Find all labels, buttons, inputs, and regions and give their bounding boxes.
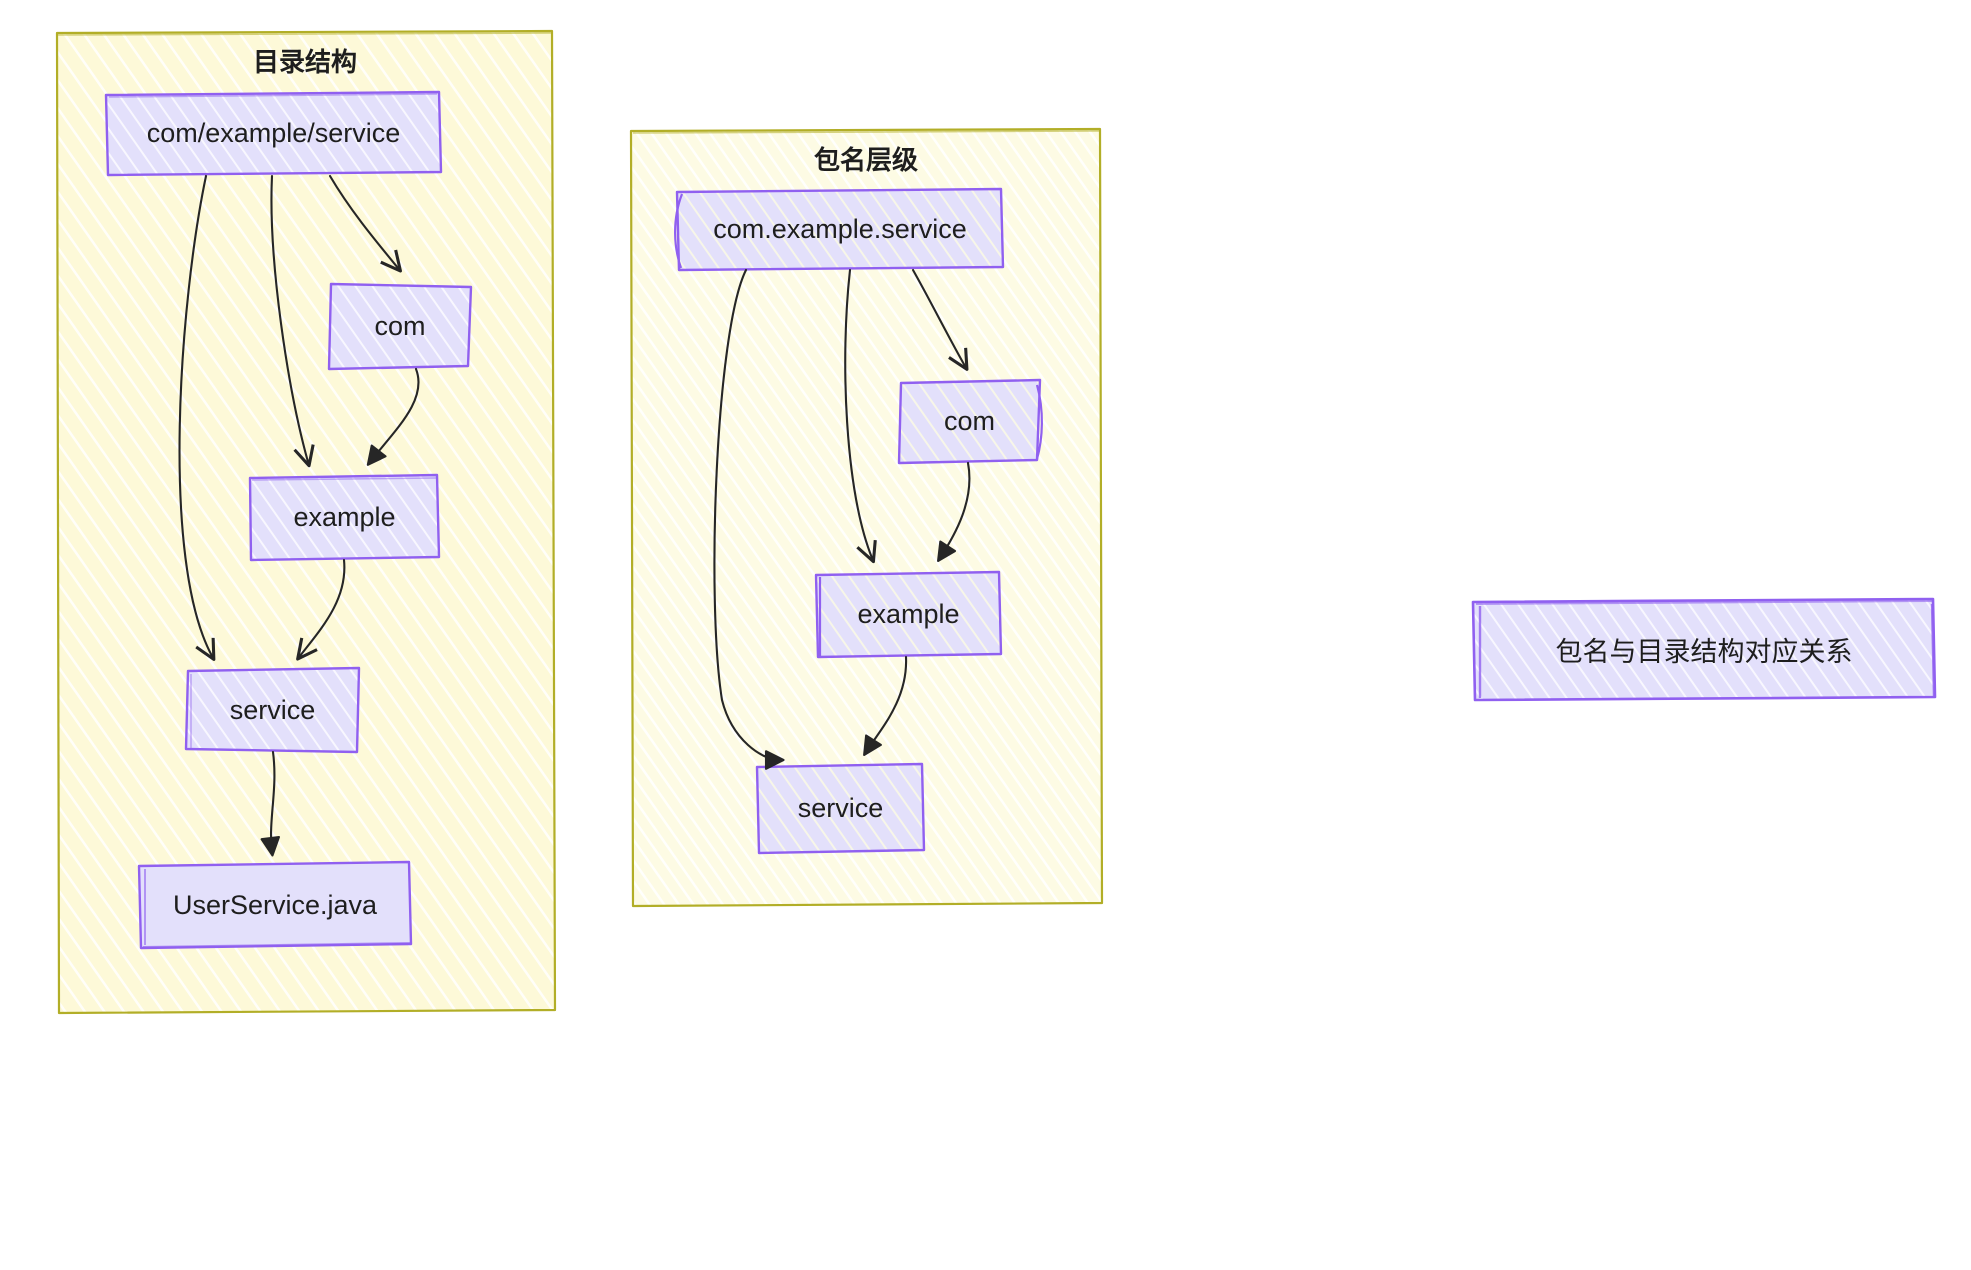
node-dir-com[interactable]: [329, 284, 471, 369]
node-shape-dir-com: [327, 282, 473, 371]
group-title-package-hierarchy: 包名层级: [813, 145, 918, 175]
node-dir-file[interactable]: [139, 862, 411, 948]
node-pkg-example[interactable]: [816, 572, 1001, 657]
group-container-package-hierarchy: [629, 127, 1104, 908]
node-shape-dir-file: [137, 860, 413, 950]
node-shape-dir-example: [248, 473, 441, 562]
group-title-dir-structure: 目录结构: [252, 47, 357, 77]
node-dir-service[interactable]: [186, 668, 359, 752]
node-dir-example[interactable]: [250, 475, 439, 560]
node-pkg-com[interactable]: [899, 380, 1040, 463]
node-pkg-service[interactable]: [757, 764, 924, 853]
node-shape-pkg-service: [755, 762, 926, 855]
node-shape-dir-root: [104, 90, 443, 177]
node-shape-dir-service: [184, 666, 361, 754]
node-shape-standalone-title: [1471, 597, 1937, 702]
node-pkg-root[interactable]: [677, 189, 1003, 270]
node-shape-pkg-com: [897, 378, 1043, 465]
node-standalone-title[interactable]: [1473, 599, 1935, 700]
node-dir-root[interactable]: [106, 92, 441, 175]
node-shape-pkg-root: [674, 187, 1005, 272]
node-shape-pkg-example: [814, 570, 1003, 659]
